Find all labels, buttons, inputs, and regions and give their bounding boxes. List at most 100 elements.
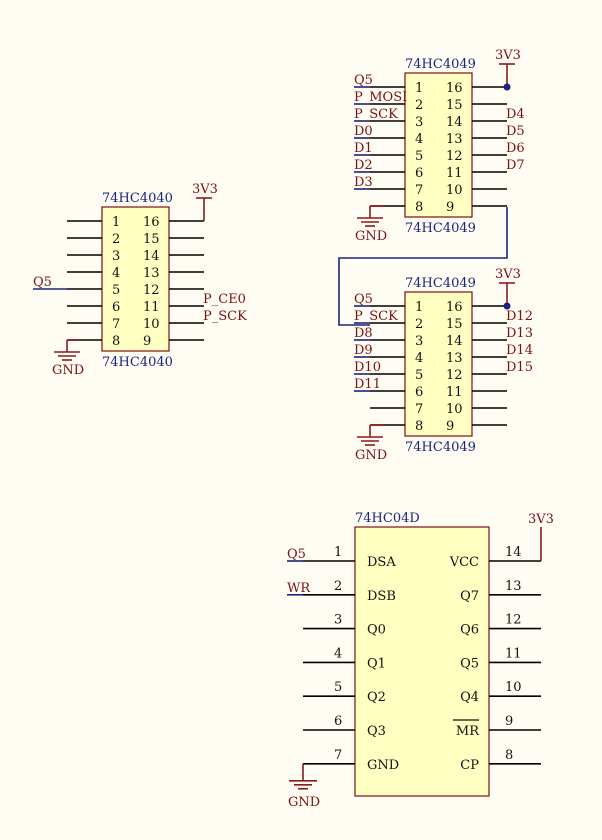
c04d-lnum-5: 5 [334, 680, 342, 695]
c4049a-gnd-label: GND [355, 229, 387, 244]
c4049b-junction [503, 302, 511, 310]
c04d-rname-Q6: Q6 [460, 623, 479, 638]
c4049b-lnum-1: 1 [415, 300, 423, 315]
c04d-lname-DSB: DSB [367, 589, 396, 604]
c4049a-llabel-3: D0 [354, 124, 373, 139]
c4049a-llabel-4: D1 [354, 141, 373, 156]
c4040-rnum-14: 14 [143, 249, 160, 264]
c4040-lnum-4: 4 [112, 266, 120, 281]
c4040-lnum-2: 2 [112, 232, 120, 247]
c4049a-rnum-16: 16 [446, 81, 463, 96]
c04d-lnum-6: 6 [334, 714, 342, 729]
c4049b-rnum-13: 13 [446, 351, 463, 366]
c04d-rnum-9: 9 [505, 714, 513, 729]
c4040-title-top: 74HC4040 [102, 191, 173, 206]
c4040-gnd-label: GND [52, 363, 84, 378]
c4049b-rlabel-2: D13 [506, 326, 533, 341]
c4049b-llabel-2: D8 [354, 326, 373, 341]
c04d-rname-MR: MR [456, 724, 480, 739]
c4049a-rlabel-3: D5 [506, 124, 525, 139]
c4049b-llabel-5: D11 [354, 377, 381, 392]
c04d-llabel-0: Q5 [287, 547, 306, 562]
c4049a-title-top: 74HC4049 [405, 57, 476, 72]
c04d-lnum-1: 1 [334, 545, 342, 560]
c04d-lnum-3: 3 [334, 613, 342, 628]
c4049a-rnum-11: 11 [446, 166, 463, 181]
c4049b-rnum-15: 15 [446, 317, 463, 332]
c04d-body [354, 526, 490, 797]
c4040-rnum-11: 11 [143, 300, 160, 315]
c04d-rnum-14: 14 [505, 545, 522, 560]
c4049b-lnum-4: 4 [415, 351, 423, 366]
c4040-rlabel-5: P_CE0 [203, 292, 246, 307]
c4049b-llabel-0: Q5 [354, 292, 373, 307]
c04d-lname-Q3: Q3 [367, 724, 386, 739]
c4049b-gnd-label: GND [355, 448, 387, 463]
c4049a-body [404, 72, 473, 218]
c04d-rname-Q7: Q7 [460, 589, 479, 604]
c4049a-lnum-6: 6 [415, 166, 423, 181]
c04d-rnum-10: 10 [505, 680, 522, 695]
c04d-title: 74HC04D [355, 511, 420, 526]
c4040-rnum-12: 12 [143, 283, 160, 298]
c04d-lnum-4: 4 [334, 646, 342, 661]
c4049b-lnum-8: 8 [415, 419, 423, 434]
c04d-lname-DSA: DSA [367, 555, 396, 570]
c4049a-llabel-0: Q5 [354, 73, 373, 88]
c4049a-pwr-label: 3V3 [495, 48, 521, 63]
c4049a-lnum-5: 5 [415, 149, 423, 164]
c4049b-llabel-1: P_SCK [354, 309, 398, 324]
c4049b-llabel-4: D10 [354, 360, 381, 375]
c04d-lname-Q1: Q1 [367, 656, 386, 671]
c4049a-lnum-4: 4 [415, 132, 423, 147]
c4040-rnum-15: 15 [143, 232, 160, 247]
c4040-rnum-16: 16 [143, 215, 160, 230]
c4049b-rlabel-1: D12 [506, 309, 533, 324]
c04d-lname-GND: GND [367, 758, 399, 773]
c04d-lname-Q0: Q0 [367, 623, 386, 638]
c04d-rname-VCC: VCC [449, 555, 479, 570]
c4049b-lnum-5: 5 [415, 368, 423, 383]
c4040-lnum-3: 3 [112, 249, 120, 264]
c4049a-junction [503, 83, 511, 91]
cascade-wire [338, 207, 508, 326]
c4040-rnum-9: 9 [143, 334, 151, 349]
c4040-rnum-13: 13 [143, 266, 160, 281]
c04d-rnum-12: 12 [505, 613, 522, 628]
c4049a-lnum-2: 2 [415, 98, 423, 113]
c4049a-rnum-10: 10 [446, 183, 463, 198]
c4040-lnum-7: 7 [112, 317, 120, 332]
c04d-pwr-label: 3V3 [528, 512, 554, 527]
c4049b-lnum-2: 2 [415, 317, 423, 332]
c4049b-rlabel-3: D14 [506, 343, 533, 358]
c04d-lnum-7: 7 [334, 748, 342, 763]
c4049b-pwr-label: 3V3 [495, 267, 521, 282]
c4040-llabel-4: Q5 [33, 275, 52, 290]
c4040-rnum-10: 10 [143, 317, 160, 332]
c4049b-rnum-16: 16 [446, 300, 463, 315]
c4040-lnum-1: 1 [112, 215, 120, 230]
c4049b-title-top: 74HC4049 [405, 276, 476, 291]
c4040-lnum-8: 8 [112, 334, 120, 349]
c4049b-body [404, 291, 473, 437]
c04d-llabel-1: WR [287, 581, 311, 596]
c4049b-lnum-3: 3 [415, 334, 423, 349]
c4049b-llabel-3: D9 [354, 343, 373, 358]
c4049b-rnum-9: 9 [446, 419, 454, 434]
c4049a-lnum-7: 7 [415, 183, 423, 198]
c4040-body [101, 206, 170, 352]
c04d-rname-Q5: Q5 [460, 656, 479, 671]
c04d-lnum-2: 2 [334, 579, 342, 594]
c4049b-title-bottom: 74HC4049 [405, 440, 476, 455]
chip-74hc4049-b: 74HC4049 74HC4049 1 16 Q5 2 15 P_SCK D12 3 14 D8 D13… [354, 267, 533, 463]
c4049b-rnum-14: 14 [446, 334, 463, 349]
c4049a-rnum-13: 13 [446, 132, 463, 147]
c4049a-llabel-2: P_SCK [354, 107, 398, 122]
c4049a-rlabel-2: D4 [506, 107, 525, 122]
c4049b-rlabel-4: D15 [506, 360, 533, 375]
c4049a-rnum-15: 15 [446, 98, 463, 113]
c4040-pwr-label: 3V3 [192, 182, 218, 197]
